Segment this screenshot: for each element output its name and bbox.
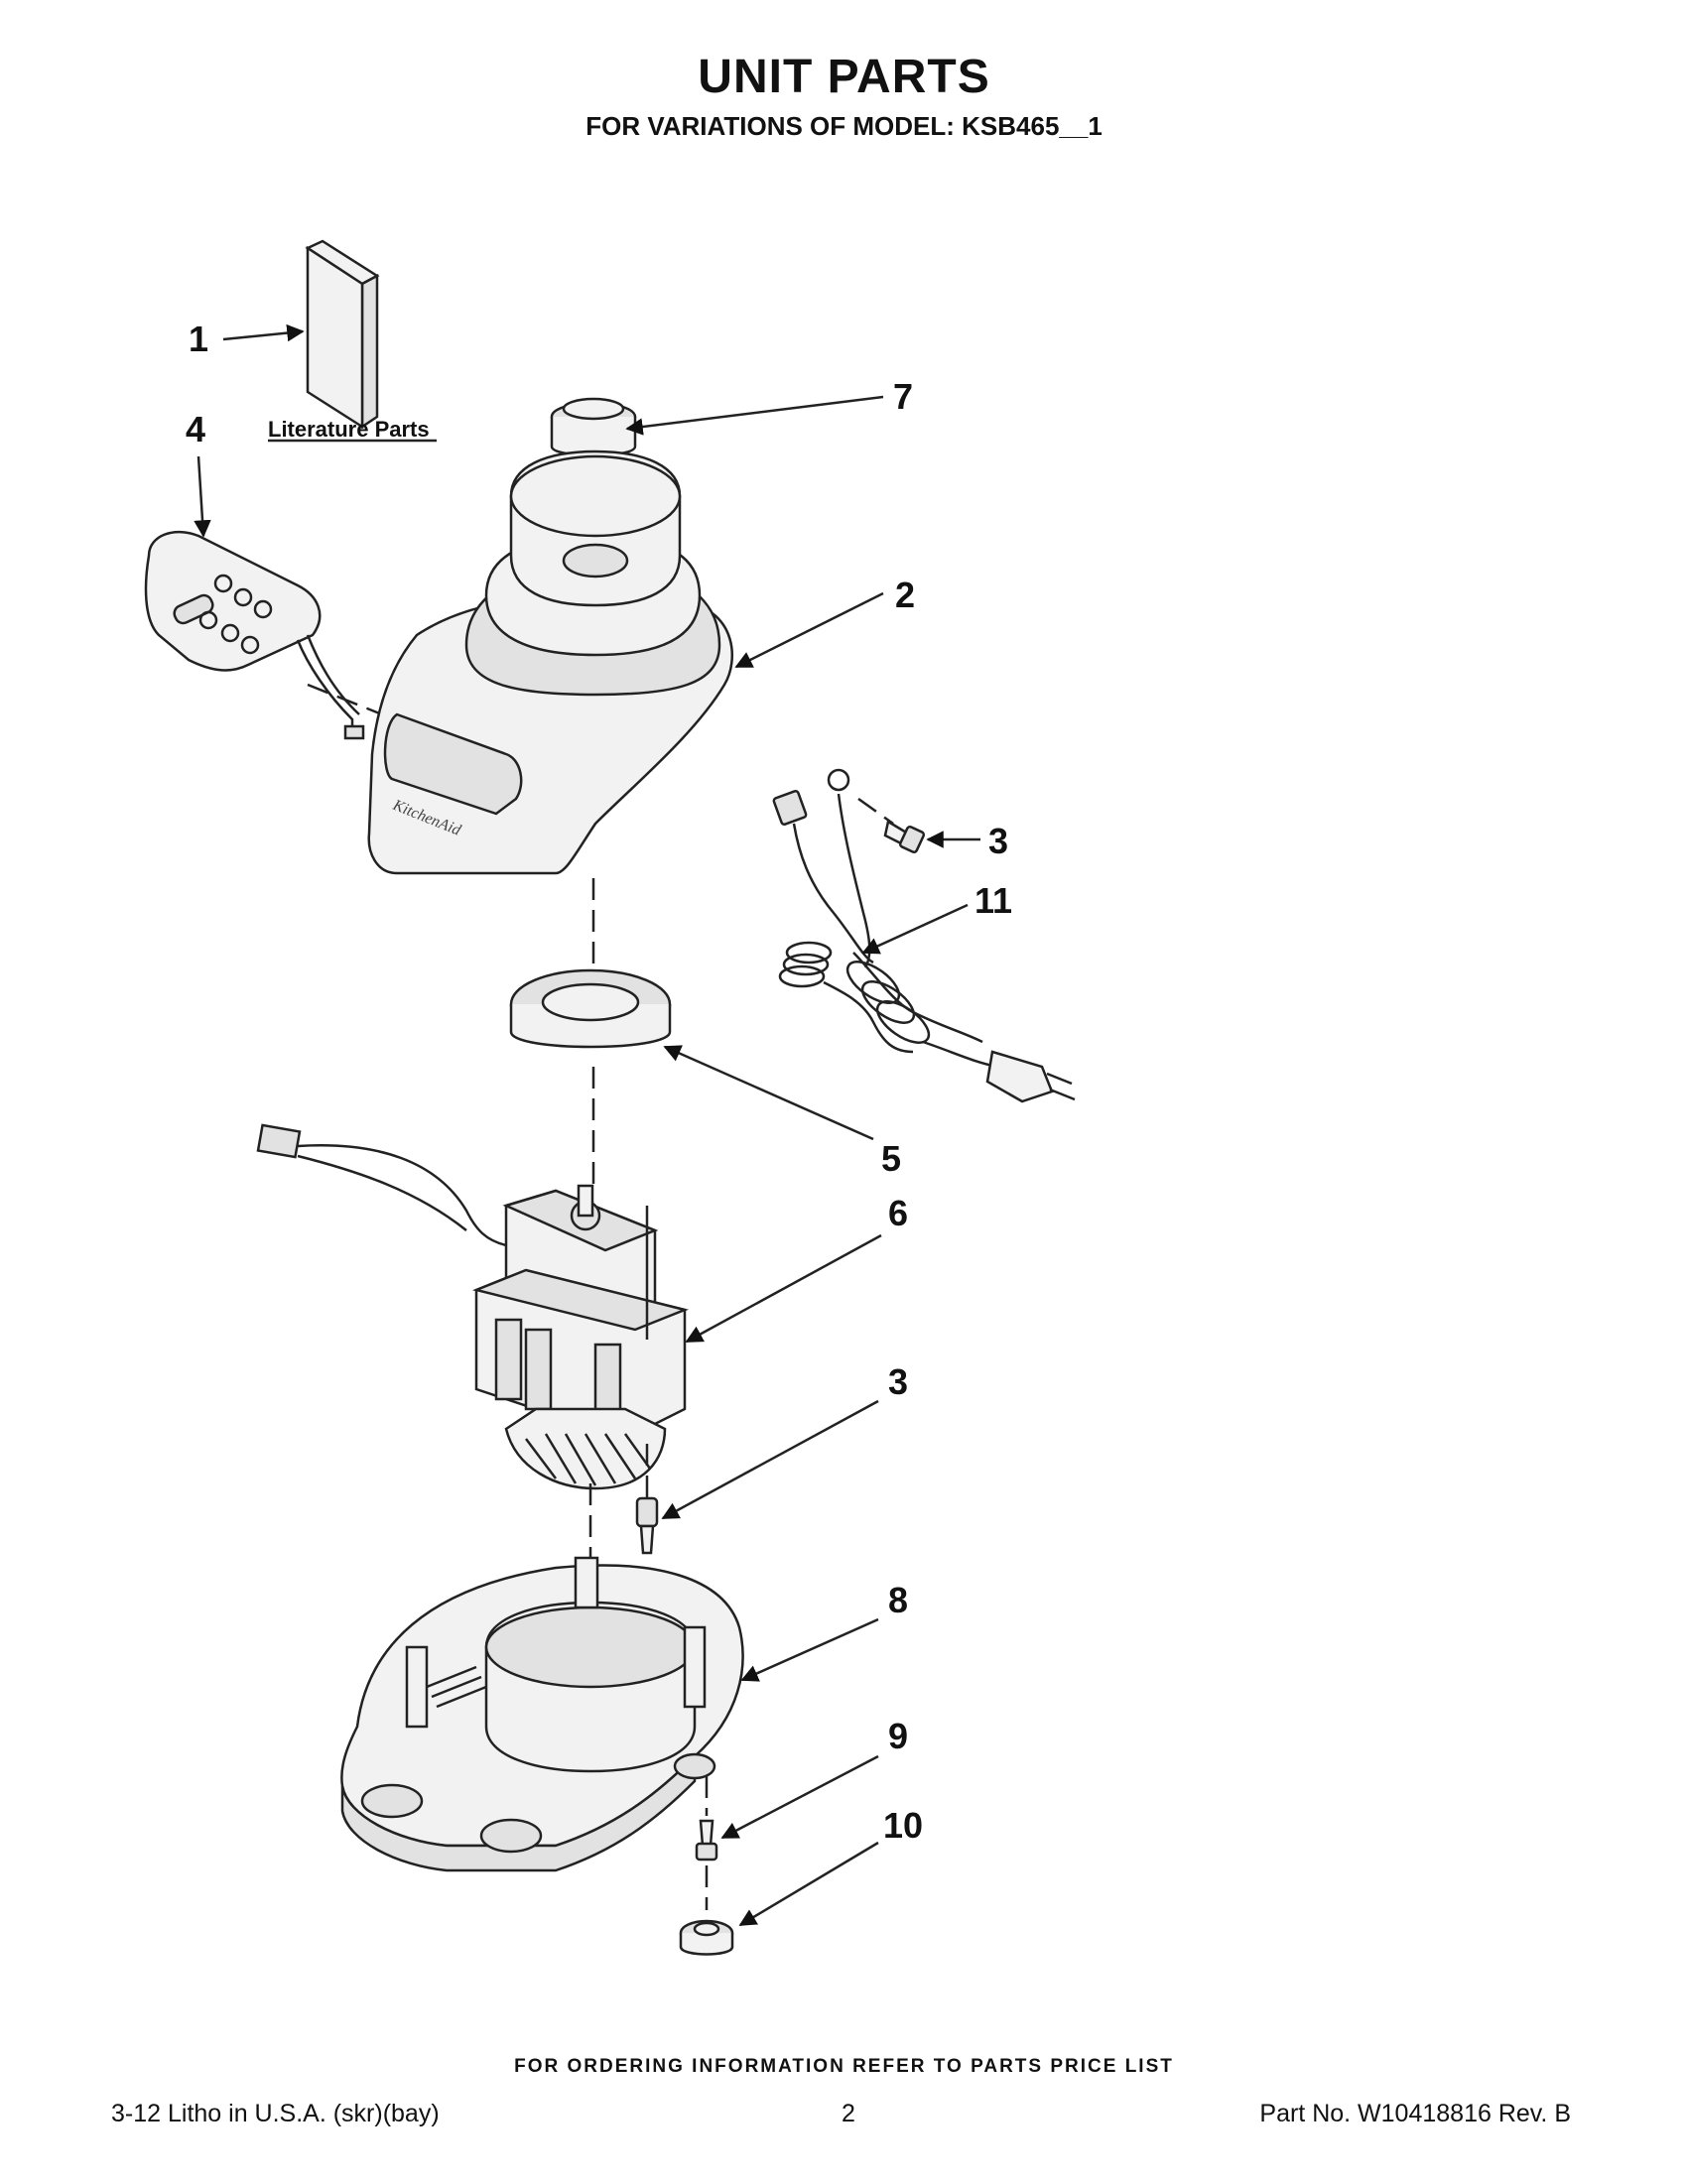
- motor-assembly-part: [256, 1123, 690, 1490]
- callout-6: 6: [888, 1193, 908, 1233]
- callout-arrows: [194, 323, 980, 1927]
- bottom-base-part: [340, 1556, 744, 1872]
- base-housing-part: KitchenAid: [367, 450, 733, 875]
- page-title: UNIT PARTS: [698, 51, 990, 103]
- motor-screw-part: [635, 1496, 659, 1555]
- callout-11: 11: [974, 880, 1012, 921]
- page-number: 2: [842, 2100, 855, 2127]
- callout-10: 10: [883, 1805, 923, 1846]
- callout-9: 9: [888, 1716, 908, 1756]
- callout-7: 7: [893, 376, 913, 417]
- callout-3-lower: 3: [888, 1361, 908, 1402]
- rubber-foot-part: [679, 1919, 734, 1956]
- ordering-note: FOR ORDERING INFORMATION REFER TO PARTS …: [514, 2056, 1174, 2077]
- callout-2: 2: [895, 575, 915, 615]
- callout-5: 5: [881, 1138, 901, 1179]
- ground-screw-part: [857, 797, 926, 854]
- callout-4: 4: [186, 409, 205, 450]
- power-cord-part: [772, 768, 1076, 1103]
- foot-screw-part: [695, 1776, 718, 1862]
- control-panel-guide: [307, 683, 408, 726]
- callout-8: 8: [888, 1580, 908, 1620]
- gasket-ring-part: [509, 968, 672, 1049]
- model-subtitle: FOR VARIATIONS OF MODEL: KSB465__1: [585, 111, 1103, 141]
- control-panel-part: [144, 530, 365, 740]
- litho-info: 3-12 Litho in U.S.A. (skr)(bay): [111, 2100, 440, 2127]
- part-number: Part No. W10418816 Rev. B: [1259, 2100, 1571, 2127]
- literature-booklet: [305, 239, 380, 430]
- callout-1: 1: [189, 319, 208, 359]
- drive-coupler-part: [550, 397, 637, 480]
- callout-3-upper: 3: [988, 821, 1008, 861]
- literature-parts-label: Literature Parts: [268, 417, 430, 442]
